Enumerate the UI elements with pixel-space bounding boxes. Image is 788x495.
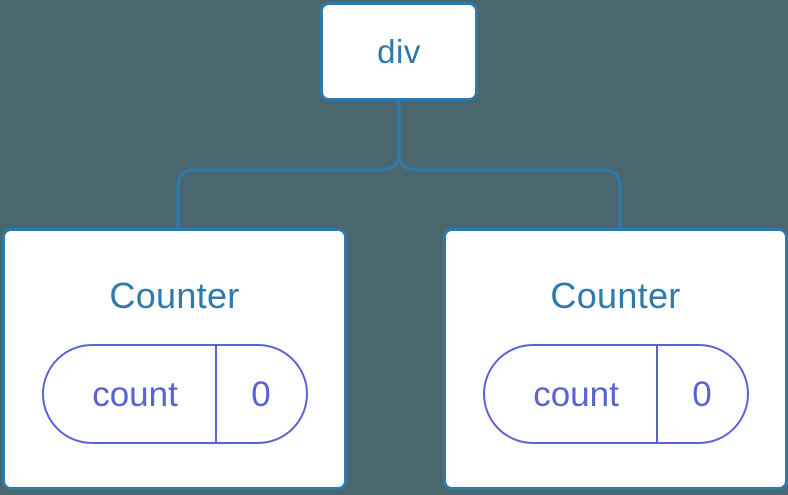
tree-node-counter-0[interactable]: Counter count 0 (2, 228, 347, 490)
counter-0-state-value: 0 (251, 374, 271, 414)
counter-1-state-pill[interactable]: count 0 (482, 344, 749, 444)
tree-node-counter-1[interactable]: Counter count 0 (443, 228, 788, 490)
counter-1-label: Counter (550, 275, 681, 316)
edge-root-to-child-1 (397, 100, 622, 231)
counter-0-state-key: count (44, 346, 217, 442)
tree-node-root[interactable]: div (320, 2, 478, 101)
counter-0-state-pill[interactable]: count 0 (41, 344, 308, 444)
counter-1-state-value: 0 (692, 374, 712, 414)
counter-0-label: Counter (109, 275, 240, 316)
counter-1-state-key: count (485, 346, 658, 442)
edge-root-to-child-0 (176, 100, 401, 231)
root-node-label: div (377, 33, 421, 70)
